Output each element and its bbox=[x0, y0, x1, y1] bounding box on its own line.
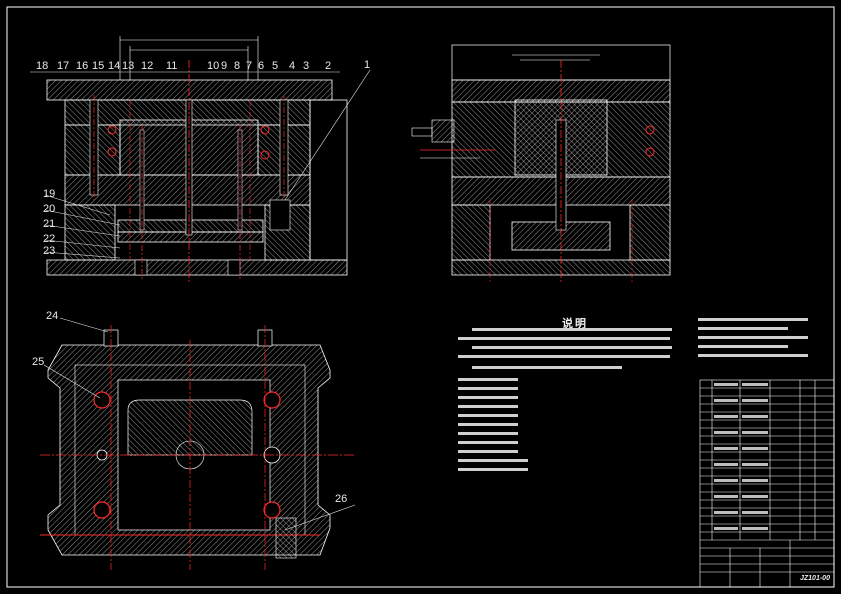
part-number-14: 14 bbox=[108, 60, 121, 72]
part-number-24: 24 bbox=[46, 310, 59, 322]
part-number-4: 4 bbox=[289, 60, 296, 72]
part-number-19: 19 bbox=[43, 188, 56, 200]
part-number-13: 13 bbox=[122, 60, 135, 72]
part-number-3: 3 bbox=[303, 60, 310, 72]
part-number-17: 17 bbox=[57, 60, 70, 72]
part-number-7: 7 bbox=[246, 60, 253, 72]
part-number-15: 15 bbox=[92, 60, 105, 72]
part-number-23: 23 bbox=[43, 245, 56, 257]
part-number-9: 9 bbox=[221, 60, 228, 72]
drawing-number: JZ101-00 bbox=[800, 575, 830, 582]
part-number-8: 8 bbox=[234, 60, 241, 72]
notes-heading: 说明 bbox=[562, 317, 588, 330]
parts-list-fill bbox=[714, 383, 768, 530]
part-number-20: 20 bbox=[43, 203, 56, 215]
part-number-26: 26 bbox=[335, 493, 348, 505]
part-number-22: 22 bbox=[43, 233, 56, 245]
part-number-1: 1 bbox=[364, 59, 371, 71]
notes-text-lines bbox=[458, 318, 808, 471]
part-number-21: 21 bbox=[43, 218, 56, 230]
sheet-border bbox=[6, 6, 835, 588]
side-section-view bbox=[411, 44, 671, 282]
part-number-5: 5 bbox=[272, 60, 279, 72]
part-number-25: 25 bbox=[32, 356, 45, 368]
part-number-11: 11 bbox=[166, 60, 178, 72]
part-number-6: 6 bbox=[258, 60, 265, 72]
part-number-18: 18 bbox=[36, 60, 49, 72]
front-section-view bbox=[30, 36, 371, 282]
title-block bbox=[699, 379, 835, 588]
part-number-2: 2 bbox=[325, 60, 332, 72]
part-number-16: 16 bbox=[76, 60, 89, 72]
part-number-12: 12 bbox=[141, 60, 154, 72]
part-number-10: 10 bbox=[207, 60, 220, 72]
plan-view bbox=[40, 317, 356, 570]
